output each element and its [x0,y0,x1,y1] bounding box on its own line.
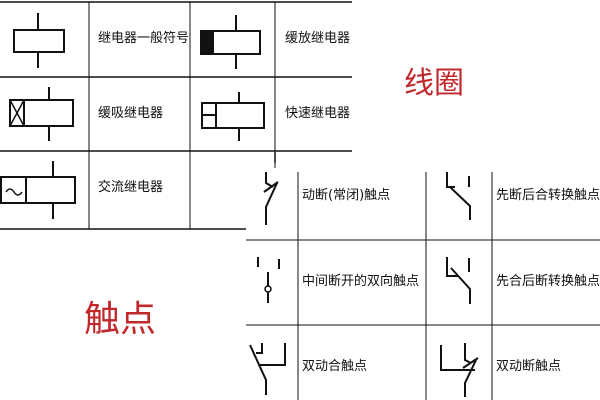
coil-label-fast: 快速继电器 [285,106,351,121]
coil-heading: 线圈 [404,66,464,101]
coil-label-general: 继电器一般符号 [98,31,190,46]
nc-contact-icon [263,172,279,225]
coil-label-ac: 交流继电器 [98,180,164,195]
contact-heading: 触点 [84,299,157,340]
slow-operate-relay-icon [9,87,74,141]
center-off-two-way-contact-icon [257,257,280,303]
coil-label-slow-release: 缓放继电器 [285,31,351,46]
coil-label-slow-operate: 缓吸继电器 [98,106,164,121]
contact-label-bbm: 先断后合转换触点 [496,188,600,203]
contact-label-center-off: 中间断开的双向触点 [302,274,420,289]
make-before-break-contact-icon [446,257,471,304]
contact-label-double-break: 双动断触点 [496,359,562,374]
contact-label-nc: 动断(常闭)触点 [302,188,391,203]
double-make-contact-icon [249,343,286,395]
double-break-contact-icon [440,343,479,397]
contact-table-grid [246,152,600,400]
relay-coil-general-icon [13,13,65,68]
slow-release-relay-icon [200,15,261,69]
ac-relay-icon [0,161,76,219]
break-before-make-contact-icon [446,172,471,220]
coil-table-grid [0,1,352,230]
contact-label-mbb: 先合后断转换触点 [496,274,600,289]
fast-relay-icon [201,92,265,141]
contact-label-double-make: 双动合触点 [302,359,368,374]
